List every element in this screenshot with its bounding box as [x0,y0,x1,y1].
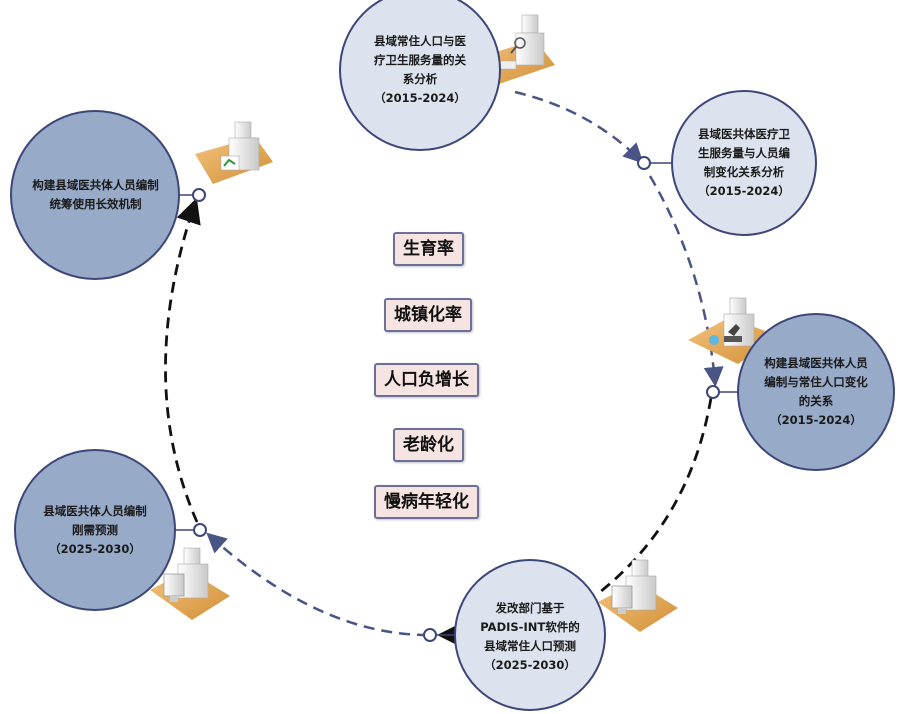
node-circle-n2 [671,90,817,236]
arc-n5-to-n6 [164,197,201,523]
connector-n3 [706,385,738,399]
arc-n2-to-n3 [648,175,724,387]
arc-n1-to-n2 [514,90,644,164]
arc-n3-to-n4 [599,397,713,594]
node-circle-n3 [737,313,895,471]
connector-n4 [423,628,456,642]
node-n5-label: 县域医共体人员编制 刚需预测 （2025-2030） [43,503,147,556]
node-circle-n5 [14,449,176,611]
factor-younger-chronic-disease: 慢病年轻化 [374,485,479,519]
node-n4-label: 发改部门基于 PADIS-INT软件的 县域常住人口预测 （2025-2030） [480,601,580,672]
connector-n6 [176,188,206,202]
person-computer-desk-icon [598,559,678,632]
person-document-desk-icon [195,121,273,184]
arc-n4-to-n5 [206,532,429,637]
factor-urbanization-rate: 城镇化率 [384,298,472,332]
node-n2-label: 县域医共体医疗卫 生服务量与人员编 制变化关系分析 （2015-2024） [698,127,790,198]
factor-aging: 老龄化 [393,428,464,462]
person-microscope-desk-icon [688,297,780,364]
person-computer-desk-icon [150,547,230,620]
node-circle-n4 [454,559,606,711]
node-n6-label: 构建县域医共体人员编制 统筹使用长效机制 [32,178,159,211]
node-circle-n6 [10,110,180,280]
connector-n5 [174,523,207,537]
factor-fertility-rate: 生育率 [393,232,464,266]
node-n1-label: 县域常住人口与医 疗卫生服务量的关 系分析 （2015-2024） [374,34,466,105]
node-n3-label: 构建县域医共体人员 编制与常住人口变化 的关系 （2015-2024） [764,356,868,427]
factor-negative-population-growth: 人口负增长 [374,363,479,397]
connector-n2 [637,156,672,170]
node-circle-n1 [339,0,501,151]
